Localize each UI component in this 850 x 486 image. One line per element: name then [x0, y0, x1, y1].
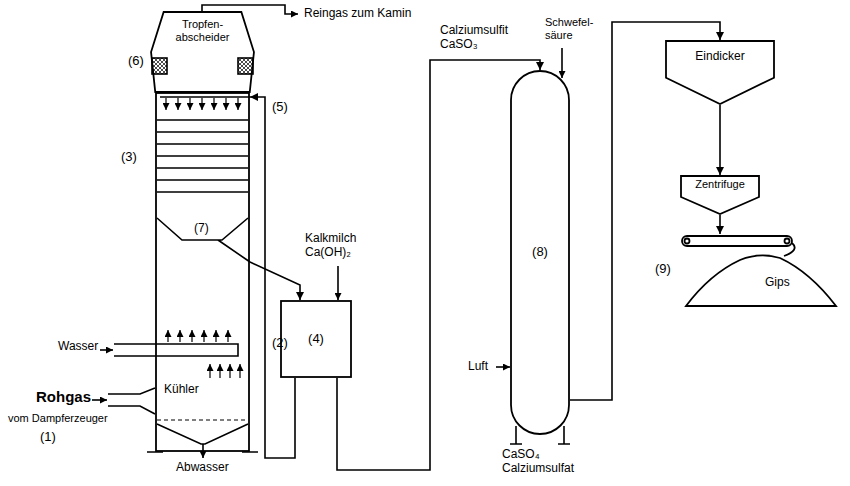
water-inlet-arrow — [100, 349, 113, 351]
reaction-tank: (4) — [280, 300, 352, 378]
pipe-connector — [719, 215, 721, 234]
inlet-label: Kalkmilch Ca(OH)₂ — [305, 232, 356, 260]
pipe-connector — [337, 60, 540, 470]
air-arrow — [496, 366, 510, 368]
inlet-label: Luft — [468, 360, 488, 374]
spray-arrow — [213, 98, 214, 110]
pipe-connector — [250, 262, 300, 300]
node-text: Tropfen- abscheider — [176, 18, 230, 43]
node-text: Zentrifuge — [695, 178, 745, 191]
callout-number: (5) — [272, 100, 288, 115]
spray-arrow — [225, 98, 226, 110]
node-text: Gips — [765, 276, 790, 290]
gas-flow-arrow — [219, 364, 220, 378]
gypsum-pile: Gips — [680, 234, 842, 308]
node-text: (4) — [308, 332, 324, 347]
acid-arrow — [561, 48, 563, 78]
belt-roller — [685, 239, 690, 244]
inlet-label: Schwefel- säure — [545, 16, 593, 41]
absorber-trays — [157, 120, 248, 192]
part-label: Kühler — [164, 383, 199, 397]
gas-flow-arrow — [209, 364, 210, 378]
gypsum-pile-outline — [680, 234, 842, 308]
spray-header — [160, 96, 250, 98]
water-spray-arrow — [179, 330, 180, 342]
node-text: (8) — [532, 245, 548, 260]
inlet-label: Rohgas — [36, 388, 91, 405]
absorber-tower-outline — [155, 92, 250, 452]
illustration-strokes — [92, 5, 570, 458]
outline — [682, 236, 836, 306]
spray-arrow — [201, 98, 202, 110]
box-outline — [156, 93, 249, 451]
shape-outline — [681, 176, 759, 214]
flow-arrows — [166, 98, 240, 378]
lime-milk-arrow — [337, 266, 339, 300]
vessel-legs — [510, 426, 570, 444]
callout-number: (2) — [272, 336, 288, 351]
gas-flow-arrow — [229, 364, 230, 378]
outline — [681, 176, 759, 214]
conveyor-belt — [682, 236, 792, 246]
outline — [281, 301, 351, 377]
outline — [151, 12, 254, 92]
spray-arrow — [237, 98, 238, 110]
demister-pad — [238, 58, 253, 74]
water-spray-arrow — [167, 330, 168, 342]
water-spray-arrow — [227, 330, 228, 342]
gas-flow-arrow — [239, 364, 240, 378]
raw-gas-duct — [108, 388, 155, 414]
callout-number: (9) — [655, 262, 671, 277]
node-text: Eindicker — [695, 50, 744, 64]
thickener-box: Eindicker — [665, 40, 775, 105]
inlet-label: Wasser — [58, 340, 98, 354]
water-spray-arrow — [215, 330, 216, 342]
falling-gypsum — [784, 243, 795, 256]
water-spray-arrow — [191, 330, 192, 342]
stream-label: Calziumsulfit CaSO₃ — [438, 24, 510, 52]
node-text: (3) — [121, 150, 137, 165]
pipe-connector — [570, 22, 720, 400]
demister-pad — [152, 58, 167, 74]
outline — [511, 71, 569, 434]
callout-number: (1) — [40, 430, 56, 445]
belt-roller — [785, 239, 790, 244]
inlet-label: vom Dampferzeuger — [8, 412, 108, 425]
oxidation-vessel: (8) — [510, 70, 570, 435]
raw-gas-arrow — [92, 399, 107, 401]
shape-outline — [666, 41, 774, 104]
vessel-outline — [511, 71, 569, 434]
absorber-tower: (3) — [155, 92, 250, 452]
pipe-connector — [250, 97, 295, 458]
cooler-water-pipe — [114, 344, 238, 356]
outline — [666, 41, 774, 104]
outline — [156, 93, 249, 451]
water-spray-arrow — [203, 330, 204, 342]
stream-label: CaSO₄ Calziumsulfat — [500, 448, 576, 476]
pile-outline — [686, 255, 836, 306]
shape-outline — [151, 12, 254, 92]
callout-number: (7) — [194, 222, 209, 236]
spray-arrow — [165, 98, 166, 110]
grid-plate — [157, 419, 248, 420]
mist-eliminator: Tropfen- abscheider — [150, 12, 255, 92]
callout-number: (6) — [128, 54, 144, 69]
sump-cone — [157, 424, 248, 444]
spray-arrow — [177, 98, 178, 110]
pipe-connector — [719, 105, 721, 175]
box-outline — [281, 301, 351, 377]
spray-arrow — [189, 98, 190, 110]
centrifuge-box: Zentrifuge — [680, 175, 760, 215]
outlet-label: Abwasser — [176, 461, 229, 475]
outlet-label: Reingas zum Kamin — [304, 7, 411, 21]
collector-funnel — [157, 218, 250, 262]
